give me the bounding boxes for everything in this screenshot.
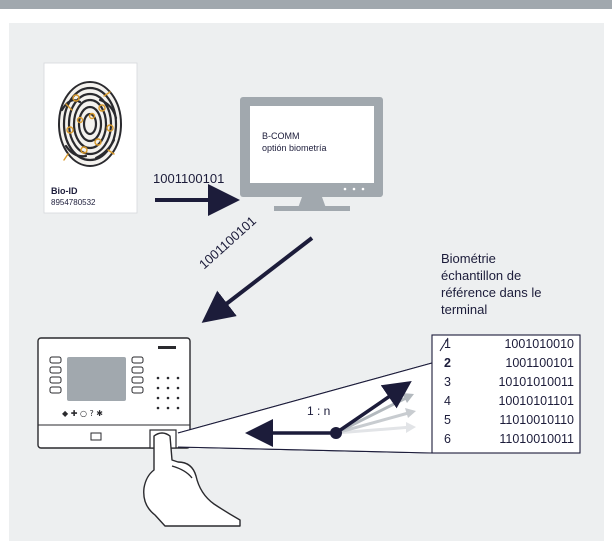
template-list: 1 1001010010 2 1001100101 3 10101010011 … [432, 335, 580, 453]
card-number: 8954780532 [51, 198, 96, 207]
template-code: 1001010010 [504, 337, 574, 351]
terminal-device-icon: ◆ ✚ ○ ? ✱ [37, 337, 191, 449]
template-row: 6 11010010011 [432, 432, 580, 449]
template-code: 1001100101 [505, 356, 574, 370]
card-title: Bio-ID [51, 186, 78, 196]
match-ratio-label: 1 : n [307, 404, 331, 418]
template-code: 10101010011 [498, 375, 574, 389]
svg-text:◆ ✚ ○ ? ✱: ◆ ✚ ○ ? ✱ [62, 409, 103, 418]
matching-arrows [245, 381, 416, 447]
arrow-computer-to-terminal [201, 236, 314, 323]
fingerprint-icon [58, 81, 122, 167]
template-row: 4 10010101101 [432, 394, 580, 411]
template-row: 5 11010010110 [432, 413, 580, 430]
template-code: 11010010011 [499, 432, 574, 446]
template-code: 10010101101 [498, 394, 574, 408]
template-index: 2 [444, 356, 451, 370]
template-row-selected: 2 1001100101 [432, 356, 580, 373]
template-index: 1 [444, 337, 451, 351]
caption-line: référence dans le [441, 285, 542, 300]
template-code: 11010010110 [499, 413, 574, 427]
template-table [431, 334, 581, 454]
screen-line-2: optión biometría [262, 143, 327, 153]
template-index: 6 [444, 432, 451, 446]
template-row: 1 1001010010 [432, 337, 580, 354]
caption-line: Biométrie [441, 251, 496, 266]
monitor-icon [240, 97, 383, 211]
template-index: 4 [444, 394, 451, 408]
caption-line: terminal [441, 302, 488, 317]
caption-line: échantillon de [441, 268, 522, 283]
bitstream-to-computer: 1001100101 [153, 171, 225, 186]
template-index: 5 [444, 413, 451, 427]
header-bar [0, 0, 612, 9]
template-index: 3 [444, 375, 451, 389]
hand-icon [143, 432, 241, 527]
template-row: 3 10101010011 [432, 375, 580, 392]
reference-caption: Biométrie échantillon de référence dans … [441, 250, 581, 318]
screen-label: B-COMM optión biometría [262, 130, 327, 154]
screen-line-1: B-COMM [262, 131, 300, 141]
